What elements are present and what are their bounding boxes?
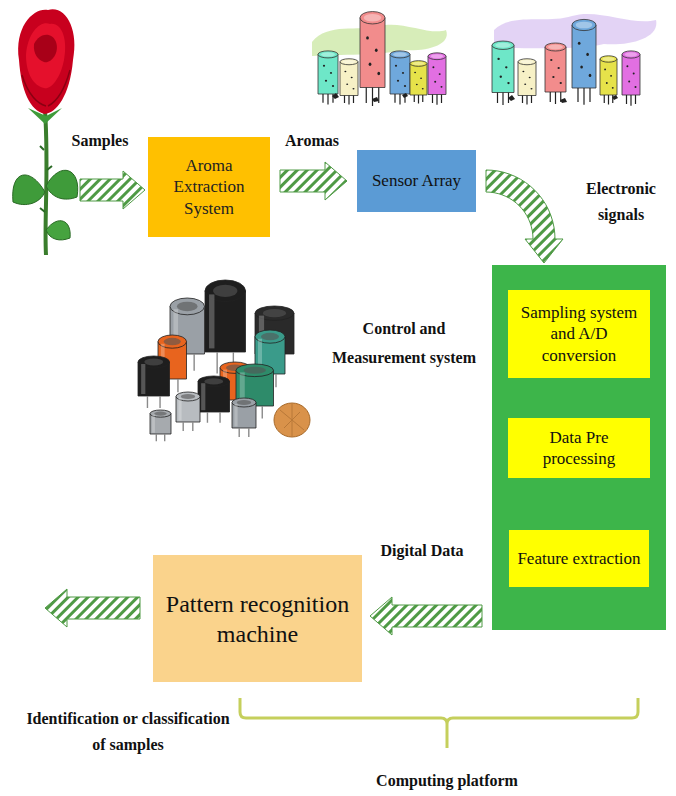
process-box: Sampling system and A/D conversion (508, 290, 650, 378)
block-arrow (486, 170, 563, 263)
box-text: Pattern recognition machine (159, 589, 356, 649)
box-text: Sampling system and A/D conversion (514, 302, 644, 366)
edge-label: Electronic signals (572, 176, 670, 227)
block-arrow (45, 589, 140, 627)
block-arrow (80, 171, 145, 209)
box-text: Aroma Extraction System (154, 155, 264, 219)
brace-bracket (240, 698, 638, 748)
process-box: Feature extraction (509, 530, 649, 587)
edge-label: Digital Data (372, 538, 472, 564)
box-text: Sensor Array (372, 170, 461, 191)
gas-sensor-photo (138, 280, 310, 441)
process-box: Aroma Extraction System (148, 137, 270, 237)
sensor-array-illustration (492, 14, 656, 106)
sensor-array-illustration (312, 12, 447, 107)
process-box: Pattern recognition machine (153, 555, 362, 682)
output-label: Identification or classification of samp… (22, 706, 234, 757)
group-heading: Control and Measurement system (322, 315, 486, 373)
process-box: Sensor Array (357, 150, 476, 212)
group-box: Control and Measurement systemSampling s… (492, 265, 666, 630)
rose-illustration (13, 9, 78, 255)
box-text: Feature extraction (517, 548, 640, 569)
bracket-label: Computing platform (347, 768, 547, 794)
edge-label: Aromas (272, 128, 352, 154)
block-arrow (280, 162, 347, 200)
box-text: Data Pre processing (514, 427, 644, 470)
block-arrow (370, 597, 482, 635)
process-box: Data Pre processing (508, 418, 650, 478)
input-label: Samples (60, 128, 140, 154)
